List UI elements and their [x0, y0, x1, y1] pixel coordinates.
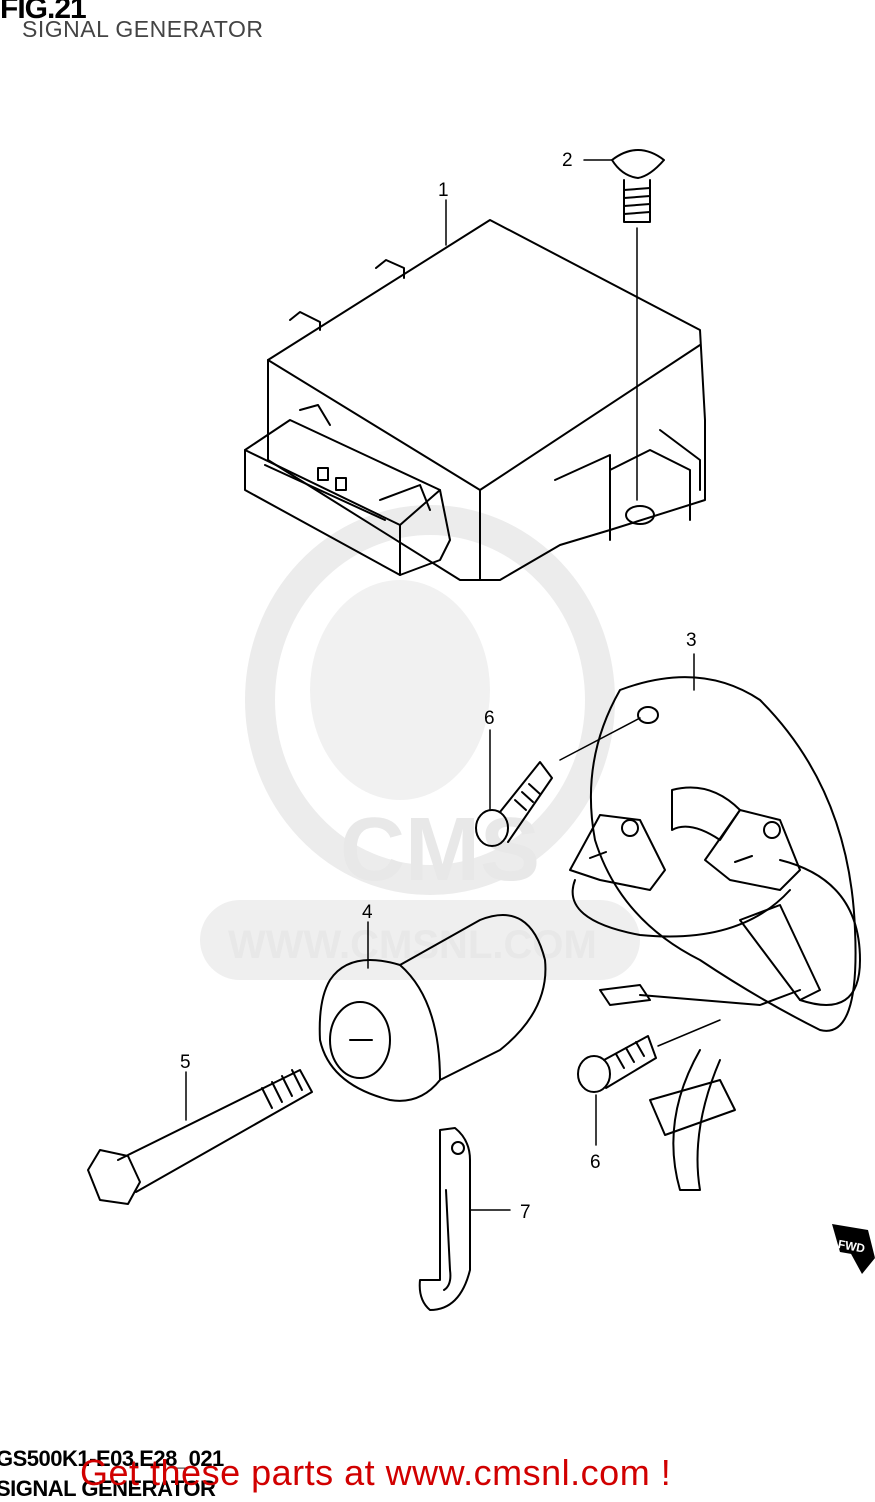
- forward-direction-badge: FWD: [832, 1224, 875, 1274]
- watermark: CMS WWW.CMSNL.COM: [200, 505, 640, 980]
- callout-1: 1: [438, 180, 449, 201]
- callout-2: 2: [562, 150, 573, 171]
- part-1-igniter-unit: [244, 219, 706, 581]
- footer-diagram-code: GS500K1-E03.E28_021: [0, 1446, 224, 1471]
- page-title: SIGNAL GENERATOR: [22, 16, 264, 42]
- callout-4: 4: [362, 902, 373, 923]
- watermark-url: WWW.CMSNL.COM: [228, 923, 597, 967]
- watermark-brand: CMS: [340, 800, 540, 900]
- figure-number: FIG.21: [0, 0, 87, 25]
- part-2-screw: [611, 149, 665, 501]
- callout-6-upper: 6: [484, 708, 495, 729]
- callout-3: 3: [686, 630, 697, 651]
- part-4-rotor: [318, 914, 547, 1102]
- part-3-signal-plate: [559, 676, 861, 1191]
- callout-5: 5: [180, 1052, 191, 1073]
- part-7-bracket: [418, 1127, 511, 1311]
- part-5-bolt: [87, 1069, 313, 1205]
- part-6-screw-lower: [577, 1019, 721, 1093]
- fwd-label: FWD: [837, 1237, 867, 1256]
- callout-7: 7: [520, 1202, 531, 1223]
- part-6-screw-upper: [475, 761, 553, 847]
- footer-title: SIGNAL GENERATOR: [0, 1476, 216, 1501]
- promo-link[interactable]: Get these parts at www.cmsnl.com !: [80, 1452, 672, 1493]
- callout-6-lower: 6: [590, 1152, 601, 1173]
